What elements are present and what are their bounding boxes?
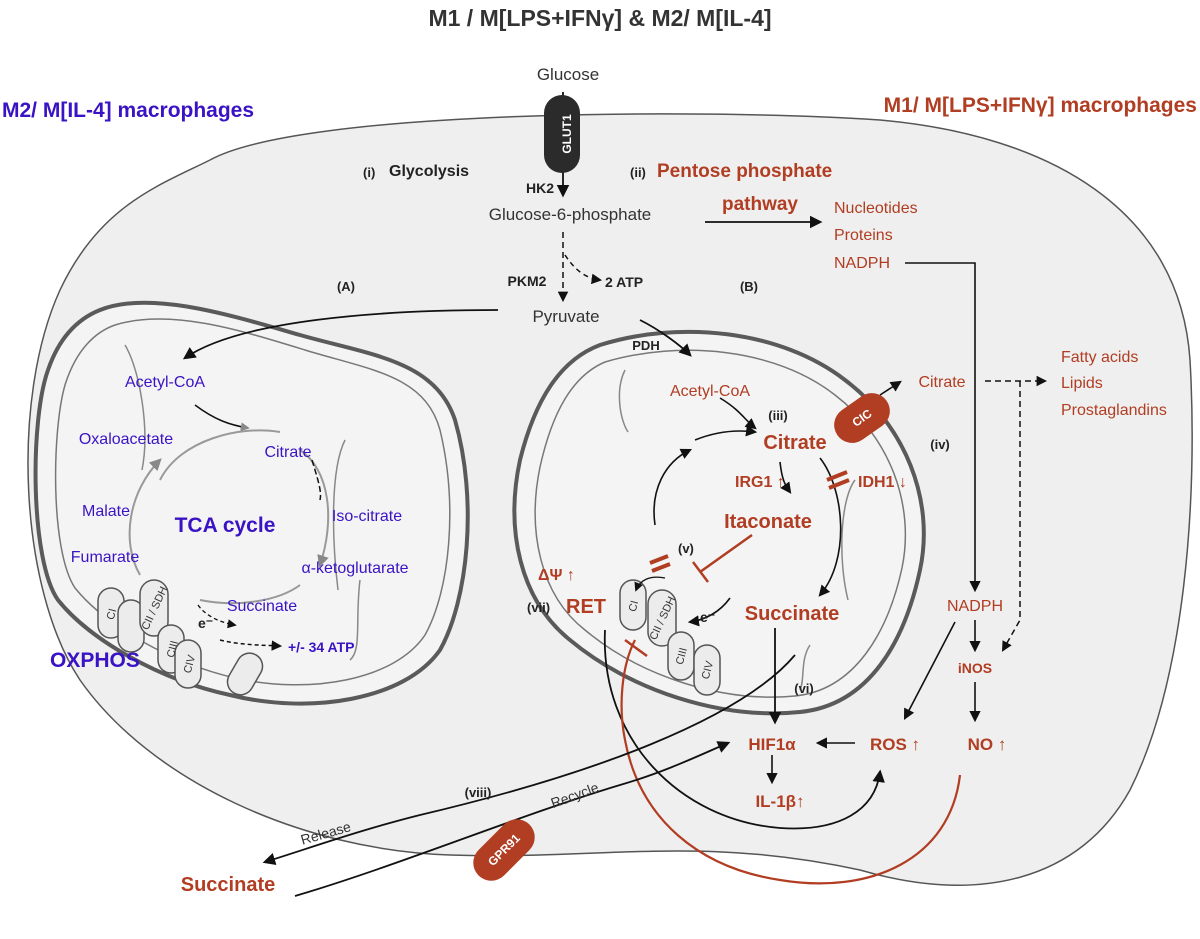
m1-idh1: IDH1 ↓ [858,474,907,491]
m1-title: M1/ M[LPS+IFNγ] macrophages [884,94,1197,117]
m2-citrate: Citrate [264,444,311,461]
m2-electron: e⁻ [198,615,213,631]
atp-arrow [564,254,603,285]
cic-export-arrow [879,380,902,396]
extracellular-succinate: Succinate [181,874,275,896]
m1-step-iii: (iii) [768,408,788,423]
m1-delta-psi: ΔΨ ↑ [538,567,575,584]
m1-step-v: (v) [678,541,694,556]
nadph-to-nadph-arrow [905,262,981,593]
atp-label: 2 ATP [605,274,643,290]
m2-complex-ciii: CIII [165,639,181,659]
m2-complex-civ: CIV [182,653,199,674]
no-label: NO ↑ [968,735,1007,754]
m1-succinate: Succinate [745,603,839,625]
pyruvate-to-m1-arrow [639,319,692,357]
m2-succinate: Succinate [227,598,297,615]
m1-step-vii: (vii) [527,600,550,615]
m1-citrate: Citrate [763,432,826,454]
ros-label: ROS ↑ [870,735,920,754]
no-inhibition-curve [620,639,962,885]
il1b-label: IL-1β↑ [755,792,804,811]
m2-atp-arrow [219,639,283,651]
product-fatty-acids: Fatty acids [1061,349,1138,366]
m2-complex-ci: CI [105,607,119,621]
ret-to-ros-arrow [604,629,885,830]
m2-acetyl-coa: Acetyl-CoA [125,374,205,391]
m2-akg: α-ketoglutarate [301,560,408,577]
cyto-nadph: NADPH [947,598,1003,615]
pyruvate-to-m2-arrow [182,309,499,360]
step-iv: (iv) [930,437,950,452]
glycolysis-label: Glycolysis [389,163,469,180]
m2-title: M2/ M[IL-4] macrophages [2,99,254,122]
glut1-transporter [544,95,580,173]
ppp-product-nucleotides: Nucleotides [834,200,918,217]
m2-electron-flow [197,604,237,629]
product-lipids: Lipids [1061,375,1103,392]
glut1-label: GLUT1 [560,114,574,154]
m1-ret: RET [566,596,606,618]
m2-oxphos: OXPHOS [50,649,140,672]
m2-tca-cycle [128,404,330,605]
m2-tca-cycle-label: TCA cycle [175,514,276,537]
gpr91-receptor [473,819,535,881]
inos-label: iNOS [958,660,992,676]
hk2-label: HK2 [526,180,554,196]
cyto-citrate: Citrate [918,374,965,391]
ppp-title-line1: Pentose phosphate [657,161,832,182]
m1-complex-ci: CI [627,599,641,613]
m1-etc-complexes [619,579,721,696]
g6p-label: Glucose-6-phosphate [489,205,652,224]
glycolysis-step-num: (i) [363,165,375,180]
m1-complex-ciii: CIII [674,646,690,666]
m1-electron: e⁻ [700,609,715,625]
m1-complex-civ: CIV [700,659,717,680]
release-arrow [262,654,796,866]
ppp-product-proteins: Proteins [834,227,893,244]
glucose-label: Glucose [537,65,599,84]
cic-transporter [834,393,890,443]
m2-malate: Malate [82,503,130,520]
product-prostaglandins: Prostaglandins [1061,402,1167,419]
m2-isocitrate: Iso-citrate [332,508,402,525]
m1-itaconate: Itaconate [724,511,812,533]
m2-oxaloacetate: Oxaloacetate [79,431,173,448]
recycle-arrow [294,741,731,897]
ppp-product-nadph: NADPH [834,255,890,272]
step-viii: (viii) [465,785,492,800]
pkm2-label: PKM2 [508,273,547,289]
m1-tca-cycle [653,397,842,627]
m2-etc-complexes [97,579,264,696]
ppp-title-line2: pathway [722,194,798,215]
itaconate-inhibition [692,533,753,583]
ppp-step-num: (ii) [630,165,646,180]
m1-ret-flow [634,576,666,592]
pdh-label: PDH [632,338,659,353]
branch-b-label: (B) [740,279,758,294]
sdh-block [649,554,671,573]
citrate-to-inos-arrow [1001,381,1021,652]
no-inhibition-bar [624,638,648,658]
nadph-to-ros-arrow [903,621,956,720]
m2-fumarate: Fumarate [71,549,140,566]
idh1-block [826,470,850,490]
m1-mitochondrion [512,329,926,716]
page-title: M1 / M[LPS+IFNγ] & M2/ M[IL-4] [428,5,771,31]
hif-label: HIF1α [748,735,796,754]
m1-step-vi: (vi) [794,681,814,696]
m1-acetyl-coa: Acetyl-CoA [670,383,750,400]
branch-a-label: (A) [337,279,355,294]
pyruvate-label: Pyruvate [532,307,599,326]
m1-irg1: IRG1 ↑ [735,474,785,491]
m2-atp-label: +/- 34 ATP [288,639,355,655]
